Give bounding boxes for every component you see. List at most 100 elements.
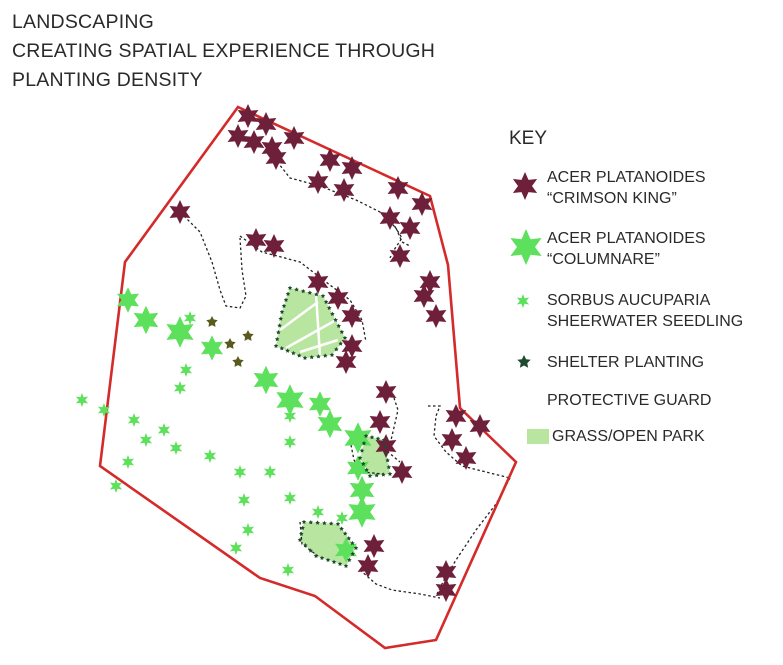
sorbus-tree-marker bbox=[121, 455, 135, 469]
shelter-plant-marker bbox=[319, 555, 325, 560]
shelter-plant-marker bbox=[359, 448, 365, 453]
shelter-plant-marker bbox=[308, 548, 313, 553]
shelter-plant-marker bbox=[322, 520, 327, 526]
columnare-tree-marker bbox=[344, 422, 372, 454]
legend-title: KEY bbox=[509, 128, 548, 149]
shelter-plant-marker bbox=[273, 343, 279, 348]
shelter-plant-marker bbox=[375, 436, 381, 441]
crimson-tree-marker bbox=[263, 234, 285, 258]
shelter-plant-marker bbox=[374, 472, 379, 478]
columnare-tree-marker bbox=[117, 287, 139, 313]
olive-tree-marker bbox=[206, 316, 218, 327]
shelter-plant-marker bbox=[279, 309, 285, 314]
shelter-plant-marker bbox=[350, 551, 355, 556]
title-line-1: LANDSCAPING bbox=[12, 11, 154, 33]
shelter-plant-marker bbox=[316, 354, 321, 359]
shelter-plant-marker bbox=[279, 346, 285, 351]
shelter-plant-marker bbox=[307, 290, 313, 295]
path-line bbox=[279, 300, 319, 332]
crimson-tree-marker bbox=[319, 148, 341, 172]
crimson-tree-marker bbox=[243, 130, 265, 154]
columnare-tree-marker bbox=[348, 496, 376, 528]
crimson-tree-marker bbox=[357, 554, 379, 578]
protective-guard-line bbox=[299, 521, 319, 557]
crimson-tree-marker bbox=[265, 146, 287, 170]
protective-guard-line bbox=[389, 221, 403, 259]
shelter-plant-marker bbox=[276, 330, 281, 335]
shelter-plant-marker bbox=[294, 287, 299, 292]
sorbus-tree-marker bbox=[263, 465, 277, 479]
columnare-tree-marker bbox=[276, 384, 304, 416]
shelter-plant-marker bbox=[320, 293, 326, 298]
crimson-tree-marker bbox=[469, 414, 491, 438]
crimson-tree-marker bbox=[413, 284, 435, 308]
shelter-plant-marker bbox=[313, 553, 319, 558]
sorbus-tree-marker bbox=[139, 433, 153, 447]
crimson-tree-marker bbox=[425, 304, 447, 328]
shelter-plant-marker bbox=[330, 311, 335, 316]
shelter-plant-marker bbox=[357, 455, 363, 460]
crimson-tree-marker bbox=[255, 112, 277, 136]
crimson-tree-marker bbox=[245, 228, 267, 252]
shelter-plant-marker bbox=[315, 520, 320, 525]
sorbus-tree-marker bbox=[157, 423, 171, 437]
olive-tree-marker bbox=[242, 330, 254, 341]
legend-label-columnare-1: ACER PLATANOIDES bbox=[547, 230, 706, 247]
shelter-plant-marker bbox=[296, 353, 302, 358]
shelter-plant-marker bbox=[336, 323, 341, 328]
crimson-tree-marker bbox=[391, 460, 413, 484]
shelter-plant-marker bbox=[369, 434, 375, 440]
sorbus-tree-marker bbox=[183, 311, 197, 325]
shelter-plant-marker bbox=[350, 540, 355, 546]
columnare-tree-marker bbox=[133, 305, 159, 335]
shelter-plant-marker bbox=[381, 472, 386, 477]
sorbus-tree-marker bbox=[281, 563, 295, 577]
shelter-plant-marker bbox=[327, 305, 332, 310]
columnare-tree-marker bbox=[166, 316, 194, 348]
crimson-tree-marker bbox=[227, 124, 249, 148]
shelter-plant-marker bbox=[337, 561, 343, 566]
crimson-tree-marker bbox=[379, 206, 401, 230]
sorbus-tree-marker bbox=[241, 523, 255, 537]
crimson-tree-marker bbox=[283, 126, 305, 150]
shelter-plant-marker bbox=[346, 536, 352, 541]
shelter-plant-marker bbox=[323, 353, 328, 358]
sorbus-tree-marker bbox=[335, 511, 349, 525]
olive-tree-marker bbox=[224, 338, 236, 349]
crimson-tree-marker bbox=[341, 334, 363, 358]
shelter-plant-marker bbox=[361, 461, 366, 466]
sorbus-tree-marker bbox=[75, 393, 89, 407]
crimson-tree-marker bbox=[455, 446, 477, 470]
shelter-plant-marker bbox=[334, 346, 339, 352]
small-tree-icon bbox=[516, 294, 530, 308]
shelter-plant-icon bbox=[517, 355, 531, 368]
shelter-plant-marker bbox=[323, 299, 329, 304]
sorbus-tree-marker bbox=[169, 441, 183, 455]
shelter-plant-marker bbox=[364, 467, 369, 472]
shelter-plant-marker bbox=[274, 336, 280, 342]
shelter-plant-marker bbox=[353, 545, 359, 550]
shelter-plant-marker bbox=[339, 329, 345, 334]
path-line bbox=[314, 293, 322, 357]
sorbus-tree-marker bbox=[173, 381, 187, 395]
columnare-tree-marker bbox=[347, 455, 369, 481]
shelter-plant-marker bbox=[308, 520, 314, 525]
crimson-tree-marker bbox=[341, 156, 363, 180]
crimson-tree-marker bbox=[237, 104, 259, 128]
sorbus-tree-marker bbox=[109, 479, 123, 493]
shelter-plant-marker bbox=[387, 471, 393, 476]
crimson-tree-marker bbox=[307, 270, 329, 294]
shelter-plant-marker bbox=[278, 316, 284, 321]
plants bbox=[75, 104, 491, 602]
protective-guard-line bbox=[379, 391, 401, 463]
shelter-plant-marker bbox=[333, 317, 338, 322]
crimson-tree-marker bbox=[307, 170, 329, 194]
shelter-plant-marker bbox=[291, 350, 296, 356]
title-line-2: CREATING SPATIAL EXPERIENCE THROUGH bbox=[12, 40, 436, 62]
columnare-legend-star bbox=[510, 229, 542, 265]
sorbus-tree-marker bbox=[283, 435, 297, 449]
olive-tree-marker bbox=[232, 356, 244, 367]
crimson-tree-marker bbox=[435, 578, 457, 602]
shelter-plant-marker bbox=[367, 473, 373, 478]
